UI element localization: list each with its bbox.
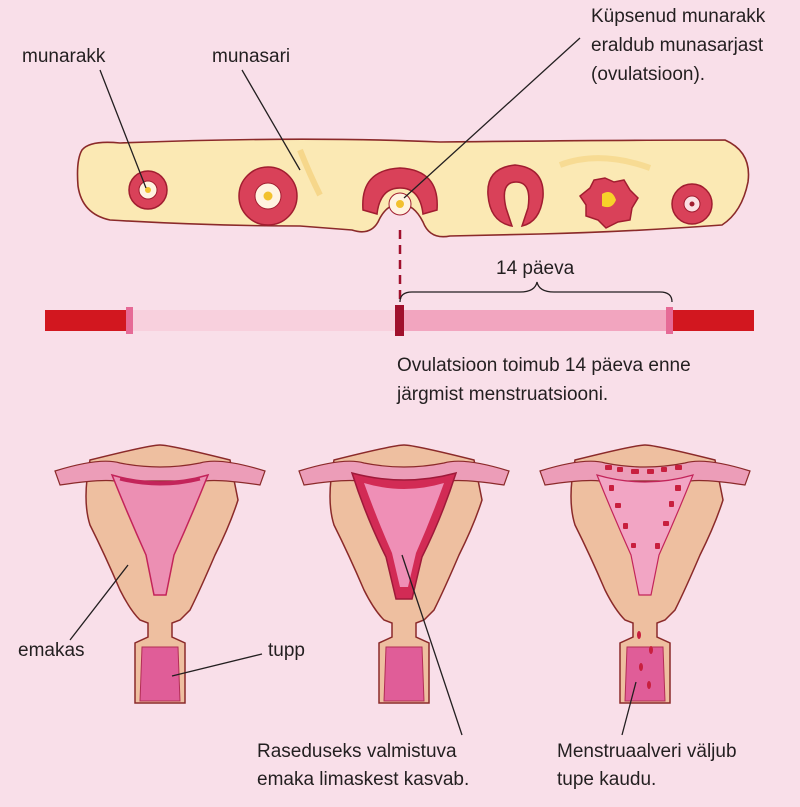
ovulation-marker xyxy=(395,305,404,336)
label-menstruation-line1: Menstruaalveri väljub xyxy=(557,741,737,762)
follicle-growing xyxy=(238,166,298,226)
uterus-thickened-lining xyxy=(298,444,510,704)
label-menstruation-line2: tupe kaudu. xyxy=(557,769,657,790)
ovary xyxy=(76,138,750,238)
leader-lines-top xyxy=(99,37,581,199)
label-mature-egg-line1: Küpsenud munarakk xyxy=(591,6,766,27)
corpus-albicans xyxy=(671,183,713,225)
label-interval: 14 päeva xyxy=(496,258,575,279)
label-ovulation-note-line2: järgmist menstruatsiooni. xyxy=(397,384,609,405)
released-egg xyxy=(388,192,412,216)
interval-brace xyxy=(399,281,673,303)
label-ovulation-note-line1: Ovulatsioon toimub 14 päeva enne xyxy=(397,355,691,376)
label-egg: munarakk xyxy=(22,46,106,67)
menstruation-phase-start xyxy=(45,310,129,331)
uterus-menstruation xyxy=(539,444,751,704)
cycle-timeline xyxy=(45,305,754,336)
label-mature-egg-line3: (ovulatsioon). xyxy=(591,64,706,85)
label-vagina: tupp xyxy=(268,640,305,661)
label-mature-egg-line2: eraldub munasarjast xyxy=(591,35,764,56)
follicular-phase xyxy=(133,310,397,331)
label-lining-line1: Raseduseks valmistuva xyxy=(257,741,457,762)
luteal-phase xyxy=(404,310,668,331)
corpus-luteum xyxy=(578,177,639,229)
uterus-normal xyxy=(54,444,266,704)
follicle-ruptured xyxy=(362,167,438,215)
label-uterus: emakas xyxy=(18,640,85,661)
label-lining-line2: emaka limaskest kasvab. xyxy=(257,769,470,790)
corpus-luteum-forming xyxy=(487,164,544,228)
follicle-primary xyxy=(128,170,168,210)
leader-lines-bottom xyxy=(69,554,637,736)
phase-divider xyxy=(126,307,133,334)
menstruation-phase-end xyxy=(673,310,754,331)
label-ovary: munasari xyxy=(212,46,291,67)
phase-divider xyxy=(666,307,673,334)
